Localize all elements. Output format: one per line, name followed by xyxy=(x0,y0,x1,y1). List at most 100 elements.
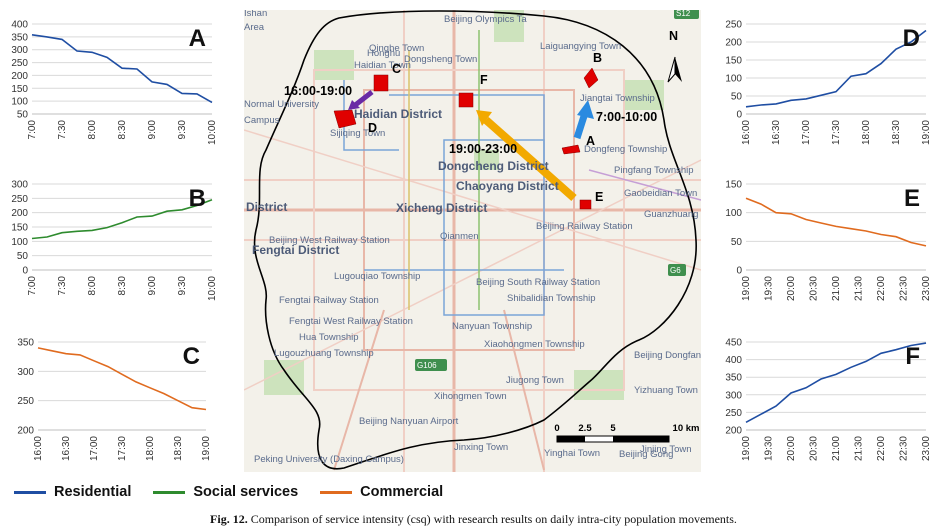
x-tick-label: 17:00 xyxy=(801,120,812,145)
place-label: Beijing South Railway Station xyxy=(476,277,600,288)
x-tick-label: 7:30 xyxy=(57,276,68,296)
zone-markers xyxy=(333,67,599,210)
panel-label: D xyxy=(903,25,920,52)
x-tick-label: 21:00 xyxy=(831,436,842,461)
x-tick-label: 20:00 xyxy=(786,276,797,301)
y-tick-label: 250 xyxy=(725,20,742,31)
y-tick-label: 0 xyxy=(736,266,742,277)
legend-label-commercial: Commercial xyxy=(360,484,444,500)
zone-b-block xyxy=(583,67,599,89)
zone-f-label: F xyxy=(480,73,488,87)
place-label: Yinghai Town xyxy=(544,448,600,459)
panel-label: E xyxy=(904,185,920,212)
place-label: Fengtai West Railway Station xyxy=(289,316,413,327)
x-tick-label: 17:30 xyxy=(117,436,128,461)
place-label: Beijing West Railway Station xyxy=(269,235,390,246)
north-label: N xyxy=(669,29,678,43)
y-tick-label: 300 xyxy=(11,180,28,191)
x-tick-label: 19:30 xyxy=(764,276,775,301)
x-tick-label: 16:30 xyxy=(61,436,72,461)
zone-c-block xyxy=(373,74,389,92)
figure-caption: Fig. 12. Comparison of service intensity… xyxy=(0,512,947,527)
x-tick-label: 18:00 xyxy=(861,120,872,145)
x-tick-label: 21:00 xyxy=(831,276,842,301)
y-tick-label: 150 xyxy=(11,223,28,234)
y-tick-label: 50 xyxy=(731,92,743,103)
place-label: Jinxing Town xyxy=(454,442,508,453)
zone-d-label: D xyxy=(368,121,377,135)
scale-label: 10 km xyxy=(673,423,700,434)
road-badge-label: S12 xyxy=(676,10,691,18)
place-label: Gaobeidian Town xyxy=(624,188,697,199)
y-tick-label: 400 xyxy=(725,355,742,366)
time-label-morning: 7:00-10:00 xyxy=(596,110,657,124)
x-tick-label: 7:00 xyxy=(27,120,38,140)
x-tick-label: 19:00 xyxy=(741,436,752,461)
district-label: Xicheng District xyxy=(396,201,487,215)
place-label: Qinghe Town xyxy=(369,43,424,54)
series-line-residential xyxy=(31,34,213,104)
scale-label: 2.5 xyxy=(578,423,592,434)
x-tick-label: 18:00 xyxy=(145,436,156,461)
district-label: District xyxy=(246,200,287,214)
district-label: Dongcheng District xyxy=(438,159,549,173)
place-label: Shibalidian Township xyxy=(507,293,596,304)
zone-a-block xyxy=(561,144,581,155)
x-tick-label: 17:30 xyxy=(831,120,842,145)
panel-label: C xyxy=(183,343,200,370)
x-tick-label: 23:00 xyxy=(921,436,932,461)
y-tick-label: 200 xyxy=(11,71,28,82)
caption-text: Comparison of service intensity (csq) wi… xyxy=(250,512,737,526)
panel-label: A xyxy=(189,25,206,52)
series-line-commercial xyxy=(745,197,927,247)
x-tick-label: 21:30 xyxy=(854,436,865,461)
north-arrow-icon xyxy=(667,56,682,83)
x-tick-label: 7:00 xyxy=(27,276,38,296)
zone-e-label: E xyxy=(595,190,603,204)
legend-swatch-residential xyxy=(14,490,46,494)
legend-label-residential: Residential xyxy=(54,484,132,500)
x-tick-label: 9:00 xyxy=(147,120,158,140)
y-tick-label: 50 xyxy=(731,237,743,248)
y-tick-label: 200 xyxy=(17,426,34,437)
x-tick-label: 7:30 xyxy=(57,120,68,140)
y-tick-label: 0 xyxy=(22,266,28,277)
x-tick-label: 8:30 xyxy=(117,120,128,140)
movement-arrows xyxy=(348,90,594,201)
place-label: Beijing Olympics Ta xyxy=(444,14,527,25)
place-label: Pingfang Township xyxy=(614,165,694,176)
y-tick-label: 100 xyxy=(11,237,28,248)
x-tick-label: 20:00 xyxy=(786,436,797,461)
y-tick-label: 100 xyxy=(725,74,742,85)
place-label: Ishan xyxy=(244,10,267,19)
place-label: Jiangtai Township xyxy=(580,93,655,104)
y-tick-label: 450 xyxy=(725,338,742,349)
place-label: Guanzhuang xyxy=(644,209,698,220)
y-tick-label: 100 xyxy=(11,97,28,108)
y-tick-label: 300 xyxy=(17,367,34,378)
y-tick-label: 250 xyxy=(11,194,28,205)
panel-label: F xyxy=(905,343,920,370)
zone-c-label: C xyxy=(392,62,401,76)
x-tick-label: 19:00 xyxy=(741,276,752,301)
x-tick-label: 9:00 xyxy=(147,276,158,296)
x-tick-label: 9:30 xyxy=(177,276,188,296)
x-tick-label: 16:00 xyxy=(741,120,752,145)
time-label-evening: 16:00-19:00 xyxy=(284,84,352,98)
place-label: Beijing Gong xyxy=(619,449,673,460)
x-tick-label: 20:30 xyxy=(809,436,820,461)
place-label: Laiguangying Town xyxy=(540,41,621,52)
y-tick-label: 300 xyxy=(725,390,742,401)
place-label: Xiaohongmen Township xyxy=(484,339,585,350)
time-label-night: 19:00-23:00 xyxy=(449,142,517,156)
legend-swatch-social-services xyxy=(153,490,186,494)
y-tick-label: 50 xyxy=(17,251,29,262)
